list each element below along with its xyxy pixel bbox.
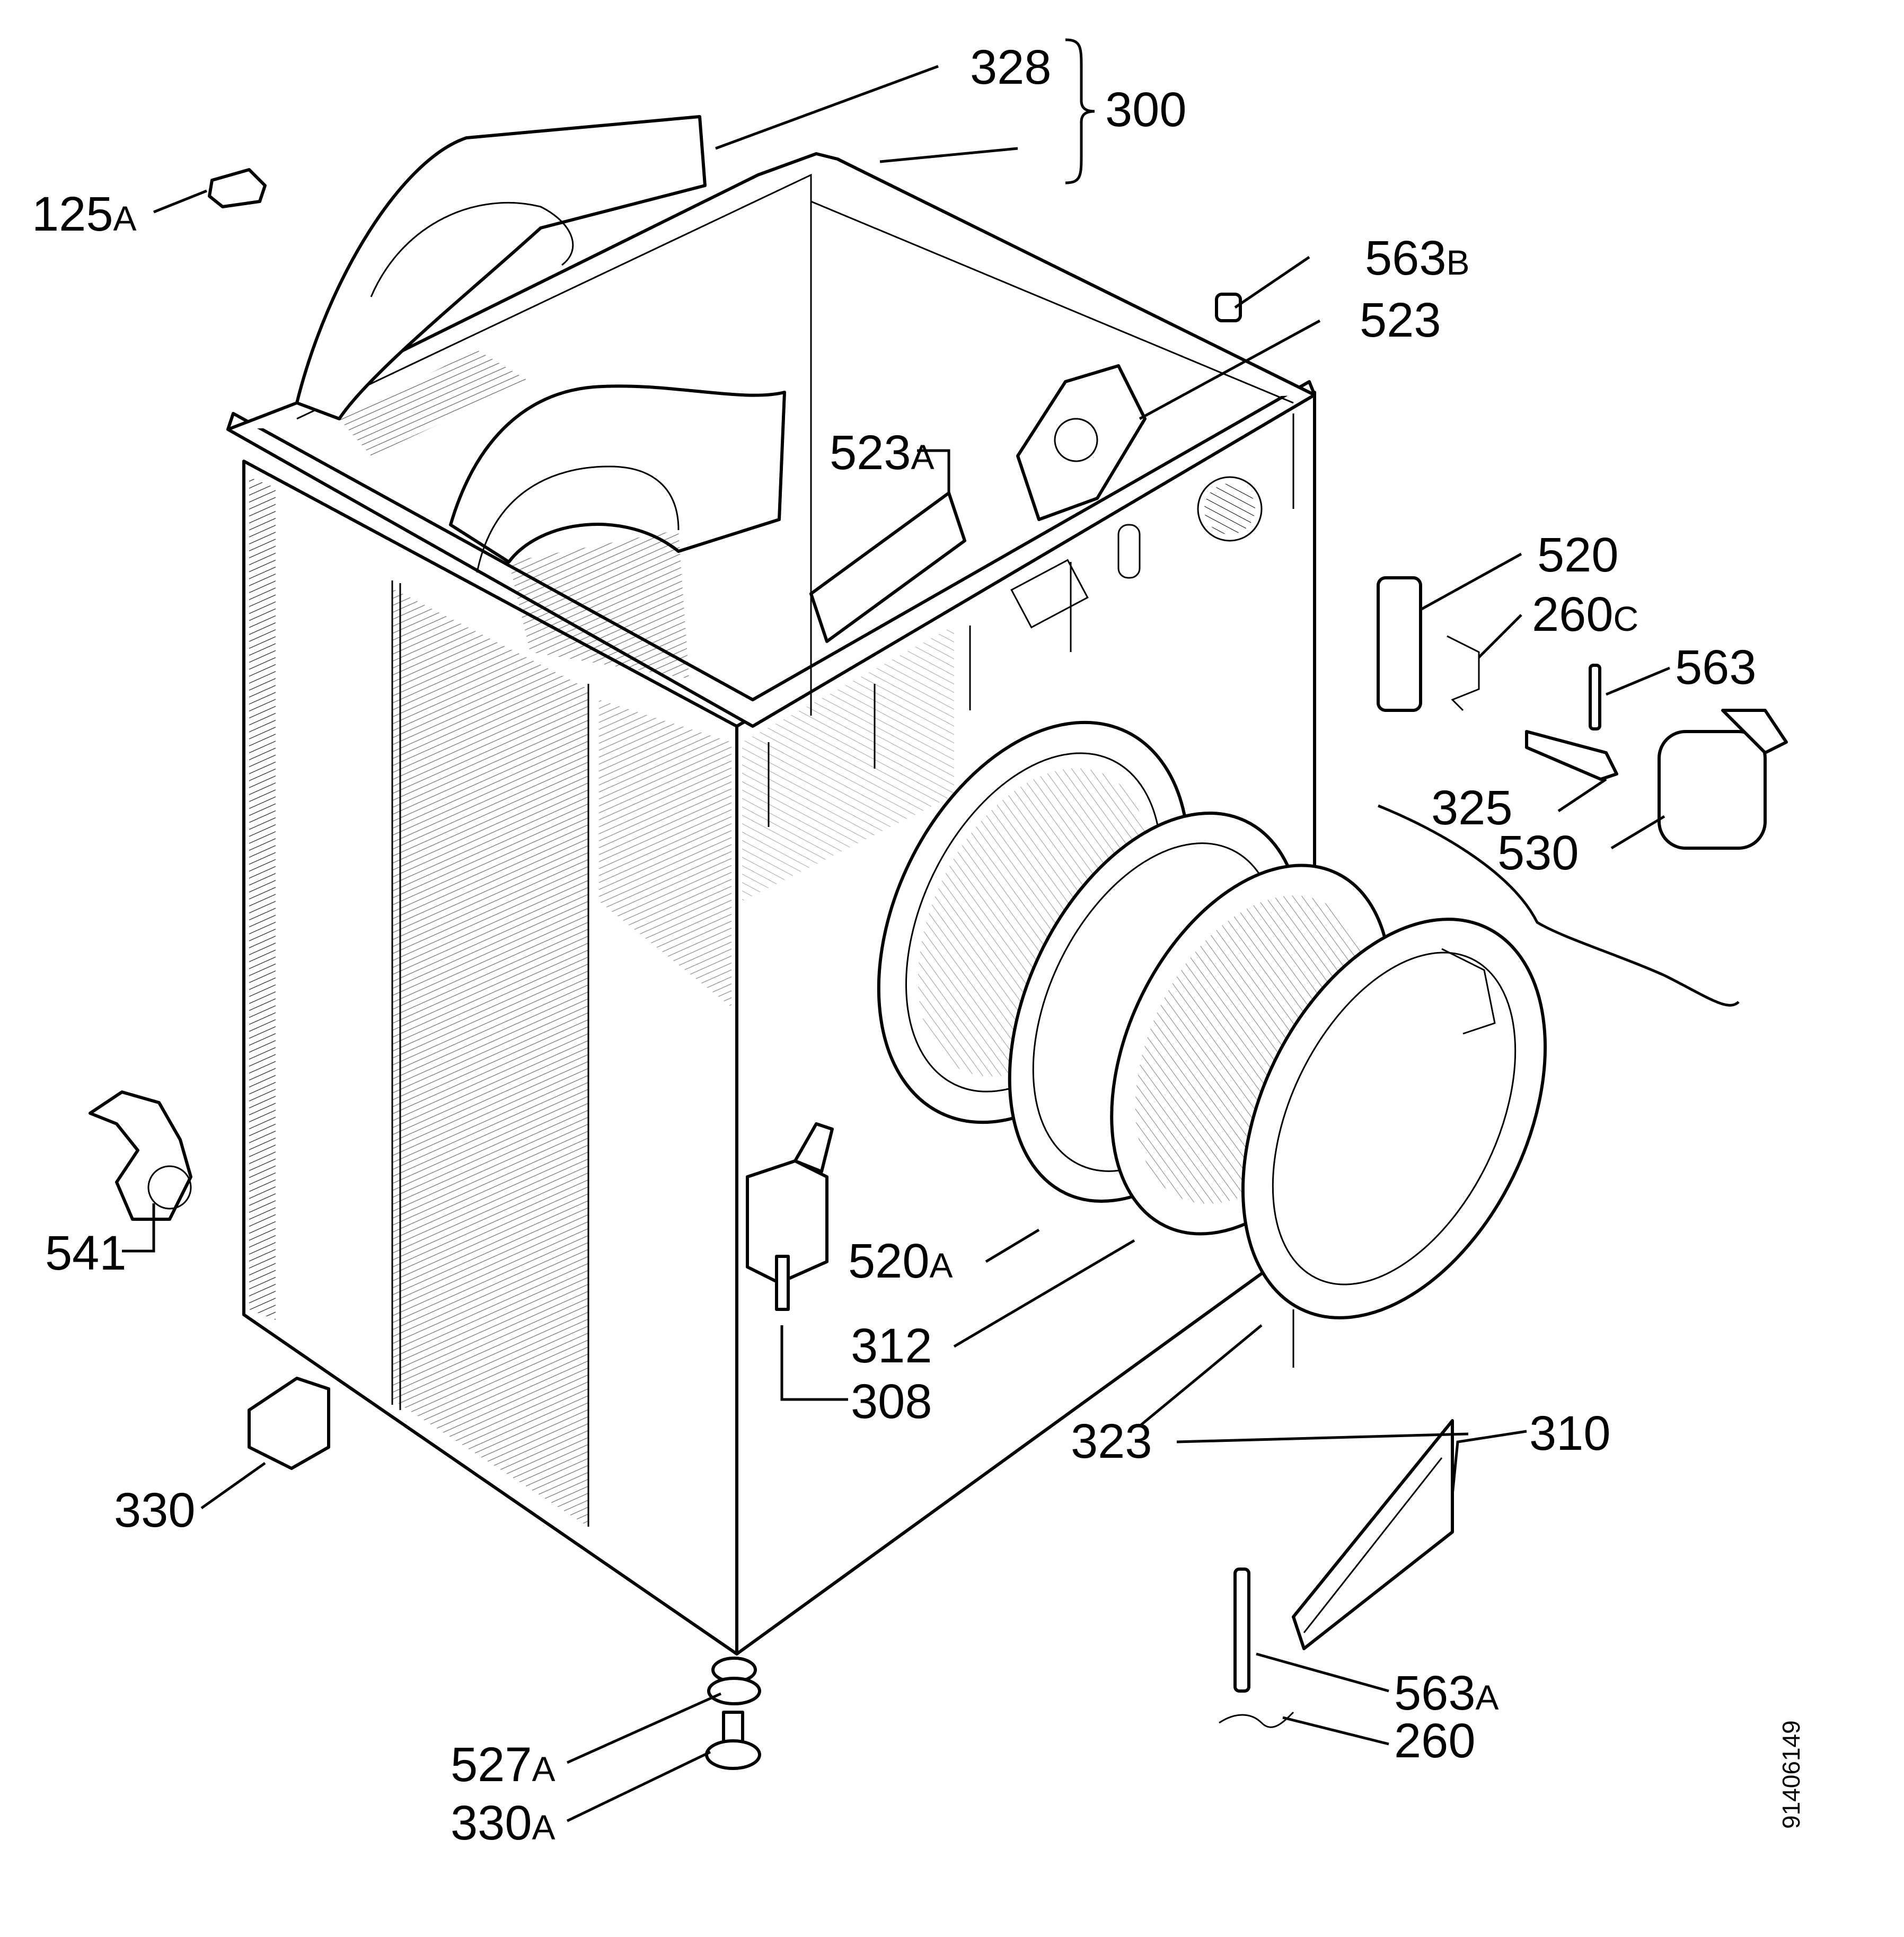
part-308-hinge	[746, 1122, 834, 1311]
part-260c-spring	[1447, 635, 1480, 711]
label-328: 328	[970, 40, 1052, 94]
label-125a: 125A	[32, 187, 137, 241]
part-527a-nut	[707, 1677, 761, 1705]
part-325-lever	[1525, 730, 1618, 781]
label-260c: 260C	[1532, 587, 1638, 641]
group-brace-300	[1065, 38, 1095, 184]
document-id: 91406149	[1777, 1720, 1805, 1829]
label-323: 323	[1071, 1414, 1152, 1468]
part-125a-clip	[208, 168, 267, 208]
label-520: 520	[1537, 528, 1619, 582]
label-325: 325	[1431, 781, 1513, 835]
label-300: 300	[1105, 83, 1187, 137]
label-563b: 563B	[1365, 231, 1470, 285]
part-530-lock	[1658, 709, 1788, 850]
part-563b-cap	[1215, 293, 1242, 322]
door-seal-assembly	[877, 720, 1392, 1236]
part-523a-plate	[809, 491, 966, 643]
part-523-bracket	[1016, 364, 1147, 521]
label-308: 308	[851, 1375, 932, 1429]
label-312: 312	[851, 1319, 932, 1373]
washer-cabinet	[226, 115, 1316, 1683]
label-563: 563	[1675, 640, 1757, 694]
label-523: 523	[1360, 293, 1441, 347]
label-563a: 563A	[1394, 1666, 1499, 1720]
part-260-spring	[1219, 1711, 1294, 1728]
label-310: 310	[1529, 1406, 1611, 1460]
part-541-pump-housing	[89, 1090, 192, 1221]
part-310-hatch	[1292, 1419, 1454, 1650]
door-ring-323	[1241, 918, 1547, 1319]
part-330a-foot-screw	[705, 1711, 761, 1770]
part-563-pin	[1589, 664, 1601, 730]
lock-group-brace	[1378, 804, 1740, 1007]
label-330: 330	[114, 1483, 196, 1537]
part-563a-rod	[1233, 1568, 1250, 1693]
part-330-foot	[248, 1377, 330, 1470]
label-541: 541	[45, 1226, 127, 1280]
label-527a: 527A	[451, 1738, 556, 1792]
part-520-striker	[1377, 576, 1422, 712]
leader-lines	[122, 65, 1670, 1822]
label-330a: 330A	[451, 1796, 556, 1850]
label-260: 260	[1394, 1714, 1476, 1768]
label-530: 530	[1497, 826, 1579, 880]
label-520a: 520A	[848, 1234, 953, 1288]
label-523a: 523A	[830, 426, 935, 480]
